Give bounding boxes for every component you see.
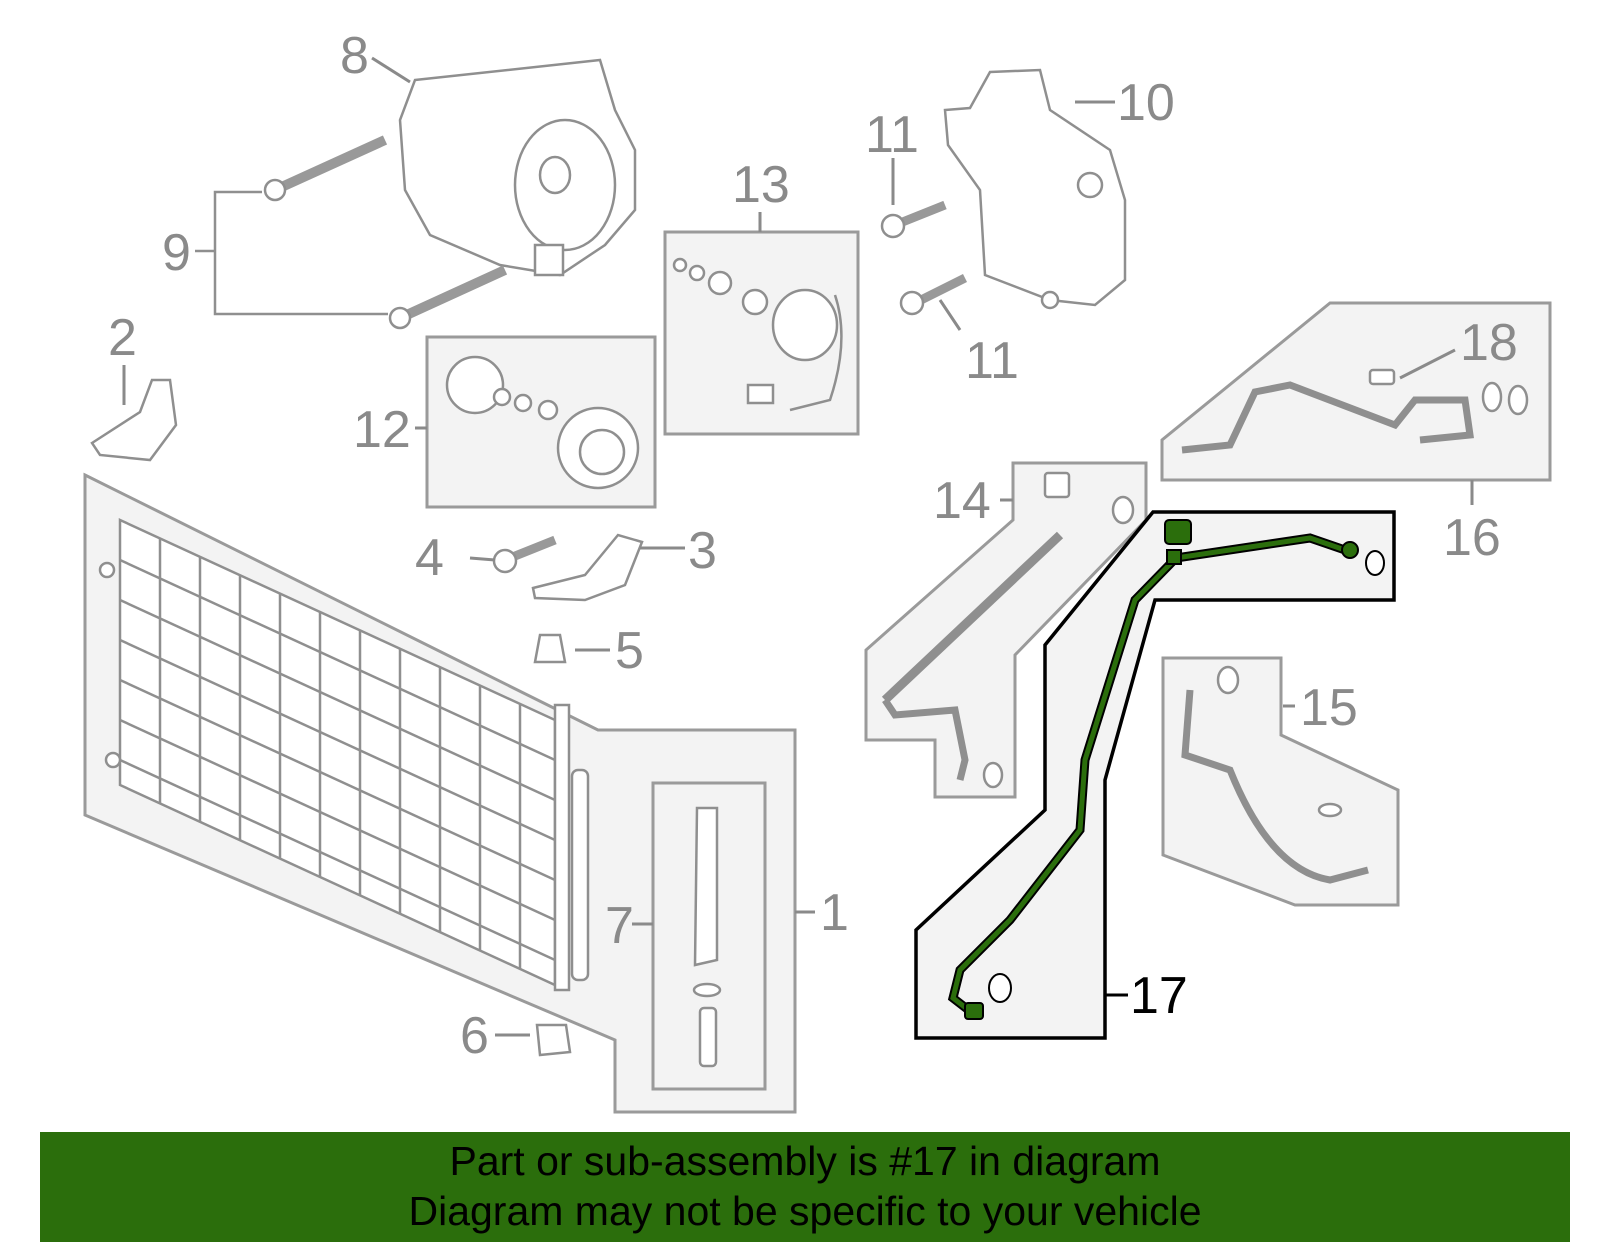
dryer-graphic — [692, 806, 722, 1068]
callout-5: 5 — [615, 622, 644, 680]
callout-15: 15 — [1300, 679, 1358, 737]
compressor-bolts — [195, 135, 508, 330]
banner-line-2: Diagram may not be specific to your vehi… — [408, 1188, 1202, 1234]
callout-17: 17 — [1130, 967, 1188, 1025]
callout-14: 14 — [933, 472, 991, 530]
info-banner: Part or sub-assembly is #17 in diagram D… — [40, 1132, 1570, 1242]
field-coil-graphic — [672, 257, 843, 412]
hose-14-graphic — [881, 471, 1135, 789]
banner-line-1: Part or sub-assembly is #17 in diagram — [449, 1138, 1161, 1184]
callout-18: 18 — [1460, 314, 1518, 372]
callout-6: 6 — [460, 1007, 489, 1065]
hose-15-graphic — [1181, 665, 1369, 884]
leader-lines — [122, 56, 1474, 1037]
callout-1: 1 — [820, 884, 849, 942]
callout-4: 4 — [415, 529, 444, 587]
compressor-graphic — [398, 58, 637, 277]
pipe-17-panel — [914, 510, 1396, 1040]
callout-2: 2 — [108, 309, 137, 367]
callout-16: 16 — [1443, 509, 1501, 567]
callout-13: 13 — [732, 156, 790, 214]
condenser-graphic — [98, 518, 590, 992]
pipe-16-graphic — [1181, 368, 1529, 454]
bracket-graphic — [880, 68, 1127, 316]
small-parts — [90, 378, 644, 1057]
callout-3: 3 — [688, 522, 717, 580]
callout-10: 10 — [1117, 74, 1175, 132]
callout-11-bottom: 11 — [965, 332, 1019, 390]
callout-11-top: 11 — [865, 106, 919, 164]
hose-15-panel — [1161, 656, 1400, 907]
clutch-kit-graphic — [445, 355, 640, 490]
callout-8: 8 — [340, 27, 369, 85]
pipe-17-graphic — [947, 519, 1385, 1020]
callout-7: 7 — [605, 897, 634, 955]
callout-12: 12 — [353, 401, 411, 459]
callout-9: 9 — [162, 224, 191, 282]
